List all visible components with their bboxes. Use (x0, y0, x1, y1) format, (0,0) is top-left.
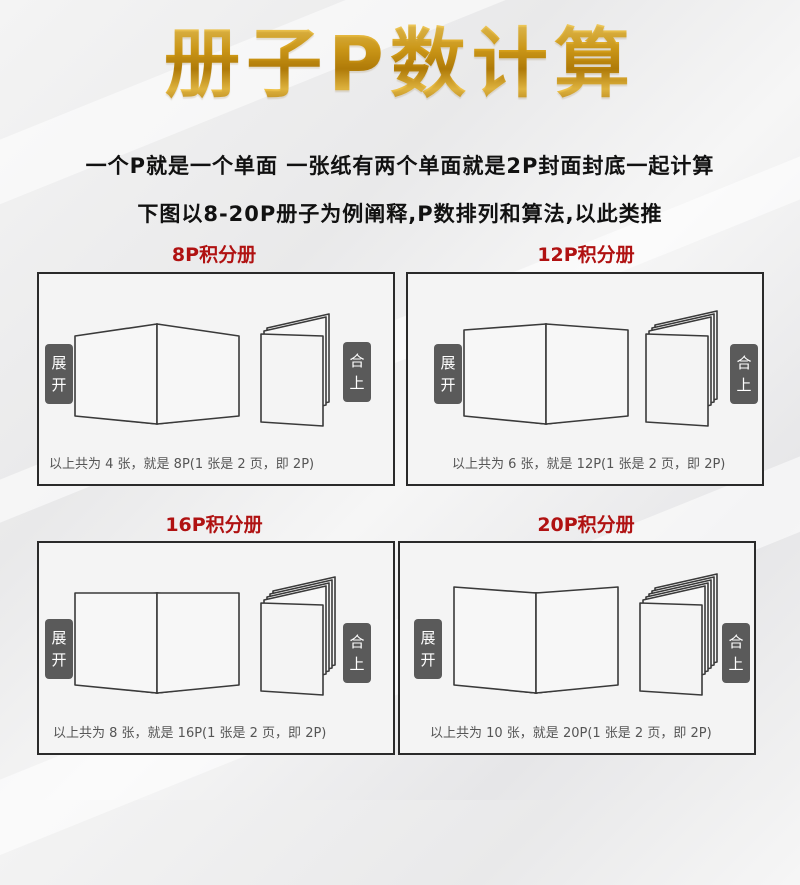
caption-8p: 以上共为 4 张，就是 8P(1 张是 2 页，即 2P) (49, 457, 315, 472)
open-sheet-right (156, 592, 240, 694)
tag-close: 合上 (343, 623, 371, 683)
subtitle-line-1: 一个P就是一个单面 一张纸有两个单面就是2P封面封底一起计算 (85, 154, 715, 178)
tag-open: 展开 (414, 619, 442, 679)
panel-label-16p: 16P积分册 (165, 514, 263, 536)
open-sheet-right (535, 586, 619, 694)
panel-20p: 展开 合上 以上共为 10 张，就是 20P(1 张是 2 页，即 2P) (398, 541, 756, 755)
subtitle-line-2: 下图以8-20P册子为例阐释,P数排列和算法,以此类推 (137, 202, 663, 226)
tag-close: 合上 (722, 623, 750, 683)
open-sheet-left (74, 592, 158, 694)
booklet-illustration-20p (453, 573, 718, 696)
panel-12p: 展开 合上 以上共为 6 张，就是 12P(1 张是 2 页，即 2P) (406, 272, 764, 486)
panel-label-8p: 8P积分册 (171, 244, 257, 266)
open-sheet-left (453, 586, 537, 694)
booklet-illustration-16p (74, 576, 336, 696)
open-sheet-right (156, 323, 240, 425)
tag-open: 展开 (434, 344, 462, 404)
panel-label-20p: 20P积分册 (537, 514, 635, 536)
open-sheet-right (545, 323, 629, 425)
closed-cover (260, 333, 324, 427)
tag-open: 展开 (45, 619, 73, 679)
panel-8p: 展开 合上 以上共为 4 张，就是 8P(1 张是 2 页，即 2P) (37, 272, 395, 486)
page-title: 册子P数计算 (0, 14, 800, 114)
closed-cover (645, 333, 709, 427)
closed-cover (260, 602, 324, 696)
tag-close: 合上 (343, 342, 371, 402)
caption-16p: 以上共为 8 张，就是 16P(1 张是 2 页，即 2P) (53, 726, 327, 741)
panel-label-12p: 12P积分册 (537, 244, 635, 266)
panel-16p: 展开 合上 以上共为 8 张，就是 16P(1 张是 2 页，即 2P) (37, 541, 395, 755)
booklet-illustration-12p (463, 310, 718, 427)
closed-cover (639, 602, 703, 696)
caption-20p: 以上共为 10 张，就是 20P(1 张是 2 页，即 2P) (430, 726, 712, 741)
booklet-illustration-8p (74, 313, 330, 427)
open-sheet-left (463, 323, 547, 425)
caption-12p: 以上共为 6 张，就是 12P(1 张是 2 页，即 2P) (452, 457, 726, 472)
tag-open: 展开 (45, 344, 73, 404)
tag-close: 合上 (730, 344, 758, 404)
open-sheet-left (74, 323, 158, 425)
